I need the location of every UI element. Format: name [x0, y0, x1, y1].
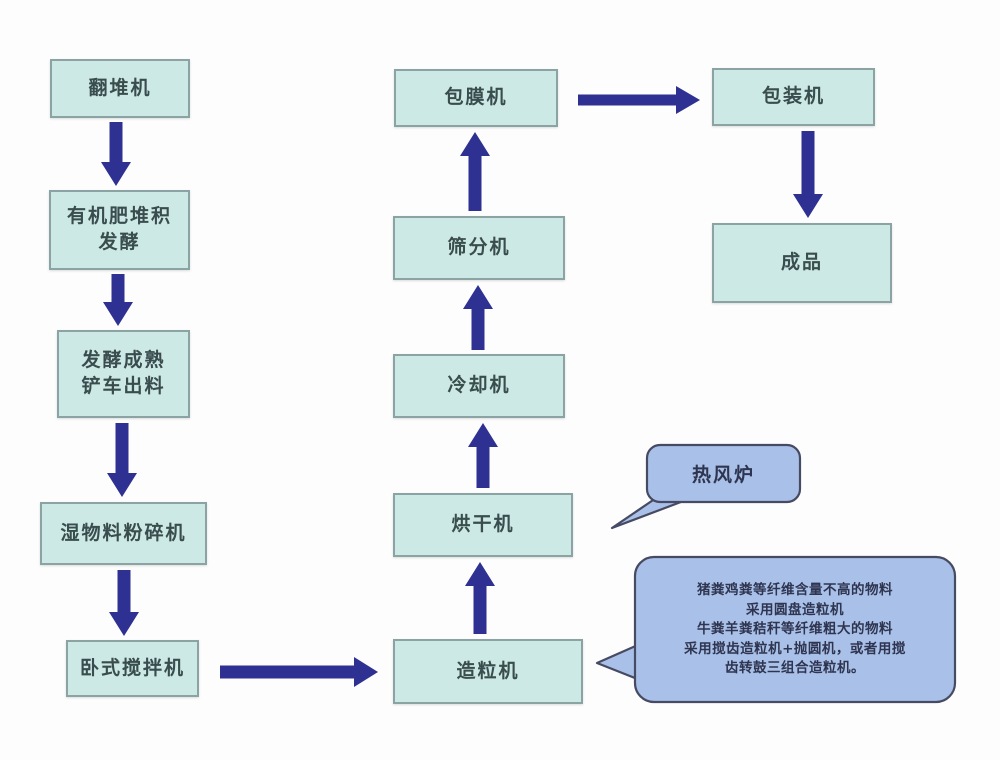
- node-label: 包装机: [761, 85, 825, 108]
- arrow-packer-to-product: [793, 131, 823, 218]
- callout-note-line1: 猪粪鸡粪等纤维含量不高的物料: [697, 582, 893, 599]
- node-label: 筛分机: [447, 236, 511, 259]
- arrow-turner-to-compost: [101, 122, 131, 186]
- arrow-granulator-to-dryer: [465, 562, 495, 634]
- arrow-dryer-to-cooler: [468, 423, 498, 488]
- node-label: 湿物料粉碎机: [60, 521, 187, 544]
- node-label: 卧式搅拌机: [79, 656, 185, 679]
- arrow-crusher-to-mixer: [109, 570, 139, 636]
- node-label-line2: 发酵: [98, 231, 141, 253]
- callout-text: 热风炉: [691, 464, 755, 486]
- callout-note-line3: 牛粪羊粪秸秆等纤维粗大的物料: [697, 621, 893, 638]
- arrow-coater-to-packer: [578, 86, 700, 114]
- node-finished-product: 成品: [712, 223, 892, 303]
- node-wet-material-crusher: 湿物料粉碎机: [40, 502, 207, 565]
- arrow-discharge-to-crusher: [107, 423, 137, 497]
- callout-note-line2: 采用圆盘造粒机: [746, 601, 844, 618]
- arrow-mixer-to-granulator: [220, 657, 378, 687]
- node-label: 冷却机: [447, 374, 511, 397]
- node-dryer: 烘干机: [393, 493, 573, 557]
- node-loader-discharge: 发酵成熟 铲车出料: [57, 330, 190, 418]
- node-label: 包膜机: [444, 86, 508, 109]
- node-label-line1: 发酵成熟: [81, 349, 166, 372]
- arrow-screener-to-coater: [460, 132, 490, 211]
- node-label: 成品: [780, 251, 823, 274]
- node-label: 烘干机: [451, 513, 515, 536]
- callout-hot-air-furnace-label: 热风炉: [647, 445, 800, 502]
- callout-note-line5: 齿转鼓三组合造粒机。: [725, 660, 865, 677]
- arrow-compost-to-discharge: [103, 274, 133, 326]
- node-horizontal-mixer: 卧式搅拌机: [66, 640, 199, 697]
- node-granulator: 造粒机: [393, 639, 583, 704]
- callout-granulator-note-label: 猪粪鸡粪等纤维含量不高的物料 采用圆盘造粒机 牛粪羊粪秸秆等纤维粗大的物料 采用…: [640, 563, 950, 697]
- arrow-cooler-to-screener: [463, 285, 493, 350]
- node-label-line1: 有机肥堆积: [66, 205, 172, 228]
- node-label-line2: 铲车出料: [81, 375, 166, 397]
- node-screener: 筛分机: [393, 216, 565, 280]
- node-coating-machine: 包膜机: [394, 69, 558, 127]
- node-cooler: 冷却机: [393, 354, 565, 418]
- node-packing-machine: 包装机: [712, 68, 875, 126]
- node-label: 造粒机: [456, 659, 520, 682]
- node-compost-fermentation: 有机肥堆积 发酵: [49, 190, 190, 270]
- node-label: 翻堆机: [88, 76, 152, 99]
- node-turning-machine: 翻堆机: [50, 59, 190, 118]
- callout-note-line4: 采用搅齿造粒机+抛圆机，或者用搅: [684, 640, 906, 657]
